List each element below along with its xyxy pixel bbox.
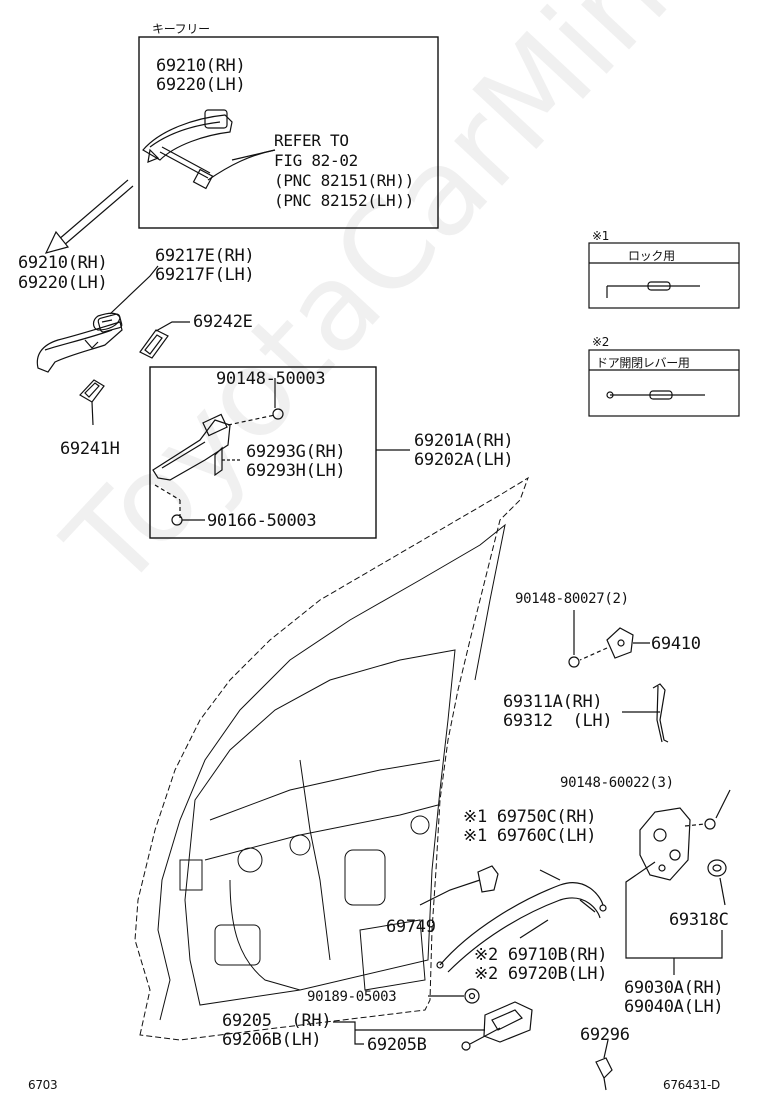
label-screw-a: 90148-50003 — [216, 369, 326, 389]
label-striker: 69410 — [651, 634, 701, 654]
note-2-text: ドア開閉レバー用 — [596, 356, 690, 370]
label-screw-b: 90166-50003 — [207, 511, 317, 531]
label-cable1-lh: ※1 69760C(LH) — [463, 826, 597, 846]
label-pad-241h: 69241H — [60, 439, 120, 459]
keyfree-title: キーフリー — [152, 22, 210, 36]
bolt-part — [428, 988, 480, 1004]
refer-line-2: FIG 82-02 — [274, 151, 358, 170]
keyfree-code-lh: 69220(LH) — [156, 75, 246, 95]
door-panel — [134, 476, 529, 1041]
label-handle-rh: 69210(RH) — [18, 253, 108, 273]
label-inner-b: 69205B — [367, 1035, 427, 1055]
screw-part — [595, 1039, 613, 1091]
label-rod-lh: 69312 (LH) — [503, 711, 613, 731]
footer-left-code: 6703 — [28, 1078, 58, 1092]
label-handle-lh: 69220(LH) — [18, 273, 108, 293]
frame-assy-box — [149, 366, 377, 539]
label-screw-d: 90148-60022(3) — [560, 775, 674, 791]
legend-cable-icon-2 — [606, 390, 705, 400]
label-clip: 69749 — [386, 917, 436, 937]
label-cable2-lh: ※2 69720B(LH) — [474, 964, 608, 984]
striker-part — [568, 610, 650, 668]
pad-242e-part — [139, 321, 190, 359]
label-pad-242e: 69242E — [193, 312, 253, 332]
door-lock-part — [625, 789, 731, 975]
legend-box-2 — [588, 349, 740, 417]
arrow-icon — [44, 179, 134, 254]
label-inner-rh: 69205 (RH) — [222, 1011, 332, 1031]
label-screw-c: 90148-80027(2) — [515, 591, 629, 607]
label-lock-lh: 69040A(LH) — [624, 997, 724, 1017]
label-cushion: 69318C — [669, 910, 729, 930]
label-screw-e: 69296 — [580, 1025, 630, 1045]
label-cover-e: 69217E(RH) — [155, 246, 255, 266]
footer-right-code: 676431-D — [663, 1078, 720, 1092]
pad-241h-part — [79, 379, 105, 426]
handle-cover-part — [92, 265, 159, 331]
label-frame-assy-lh: 69202A(LH) — [414, 450, 514, 470]
refer-line-3: (PNC 82151(RH)) — [274, 171, 414, 190]
note-1-mark: ※1 — [592, 229, 610, 243]
label-frame-g: 69293G(RH) — [246, 442, 346, 462]
inside-handle-part — [333, 1001, 533, 1051]
label-frame-h: 69293H(LH) — [246, 461, 346, 481]
outside-handle-part — [36, 313, 123, 373]
keyfree-inset-box — [138, 36, 439, 229]
label-cover-f: 69217F(LH) — [155, 265, 255, 285]
label-cable1-rh: ※1 69750C(RH) — [463, 807, 597, 827]
refer-line-4: (PNC 82152(LH)) — [274, 191, 414, 210]
note-1-text: ロック用 — [628, 249, 675, 263]
keyfree-handle-part — [142, 109, 276, 190]
label-bolt: 90189-05003 — [307, 989, 397, 1005]
note-2-mark: ※2 — [592, 335, 610, 349]
refer-line-1: REFER TO — [274, 131, 349, 150]
label-cable2-rh: ※2 69710B(RH) — [474, 945, 608, 965]
cable-clip-part — [419, 865, 499, 906]
cable-part — [436, 869, 607, 973]
label-inner-lh: 69206B(LH) — [222, 1030, 322, 1050]
keyfree-code-rh: 69210(RH) — [156, 56, 246, 76]
lock-rod-part — [622, 683, 669, 743]
handle-frame-part — [152, 408, 410, 526]
label-frame-assy-rh: 69201A(RH) — [414, 431, 514, 451]
legend-cable-icon-1 — [606, 281, 700, 298]
label-rod-rh: 69311A(RH) — [503, 692, 603, 712]
legend-box-1 — [588, 242, 740, 309]
label-lock-rh: 69030A(RH) — [624, 978, 724, 998]
